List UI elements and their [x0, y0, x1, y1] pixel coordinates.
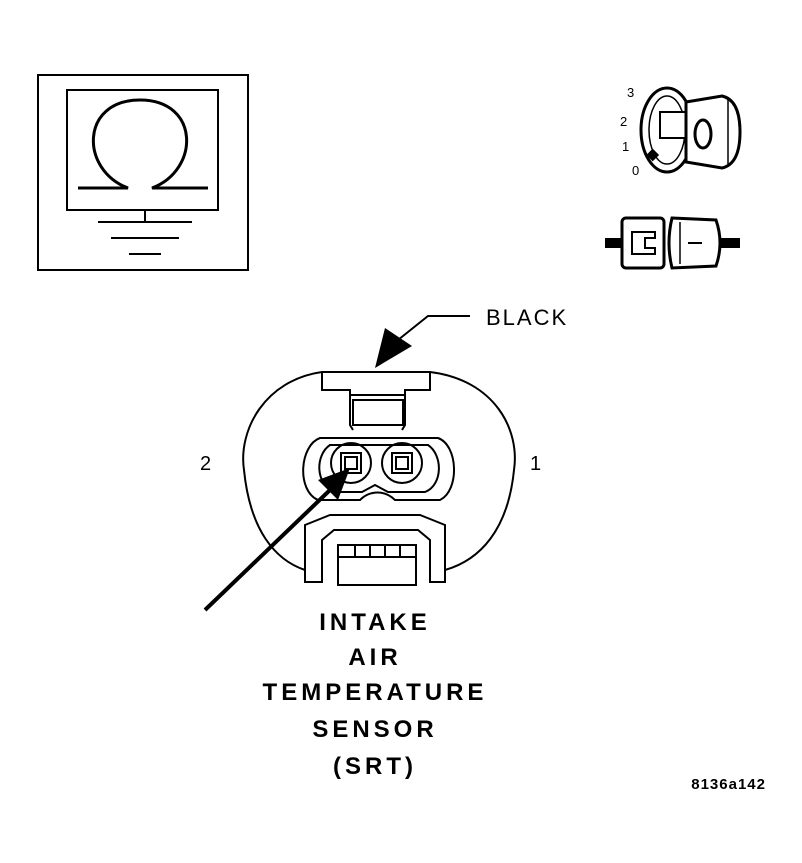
ignition-position-3: 3	[627, 85, 634, 100]
pin-pointer-arrow	[203, 468, 350, 612]
ohmmeter-icon	[37, 74, 249, 271]
connector-color-label: BLACK	[486, 305, 568, 330]
title-line-3: TEMPERATURE	[263, 679, 488, 706]
pin-2-label: 2	[200, 453, 211, 475]
color-callout-arrow	[375, 315, 470, 368]
ignition-position-0: 0	[632, 163, 639, 178]
title-line-5: (SRT)	[333, 753, 417, 780]
title-line-1: INTAKE	[319, 609, 431, 636]
title-line-2: AIR	[348, 644, 401, 671]
disconnected-connector-icon	[605, 216, 740, 270]
ignition-key-icon: 3 2 1 0	[620, 85, 742, 178]
component-title: INTAKE AIR TEMPERATURE SENSOR (SRT)	[263, 609, 488, 780]
title-line-4: SENSOR	[312, 716, 437, 743]
pin-1-label: 1	[530, 453, 541, 475]
reference-code: 8136a142	[691, 776, 766, 793]
ignition-position-1: 1	[622, 139, 629, 154]
ignition-position-2: 2	[620, 114, 627, 129]
sensor-connector	[242, 371, 516, 586]
